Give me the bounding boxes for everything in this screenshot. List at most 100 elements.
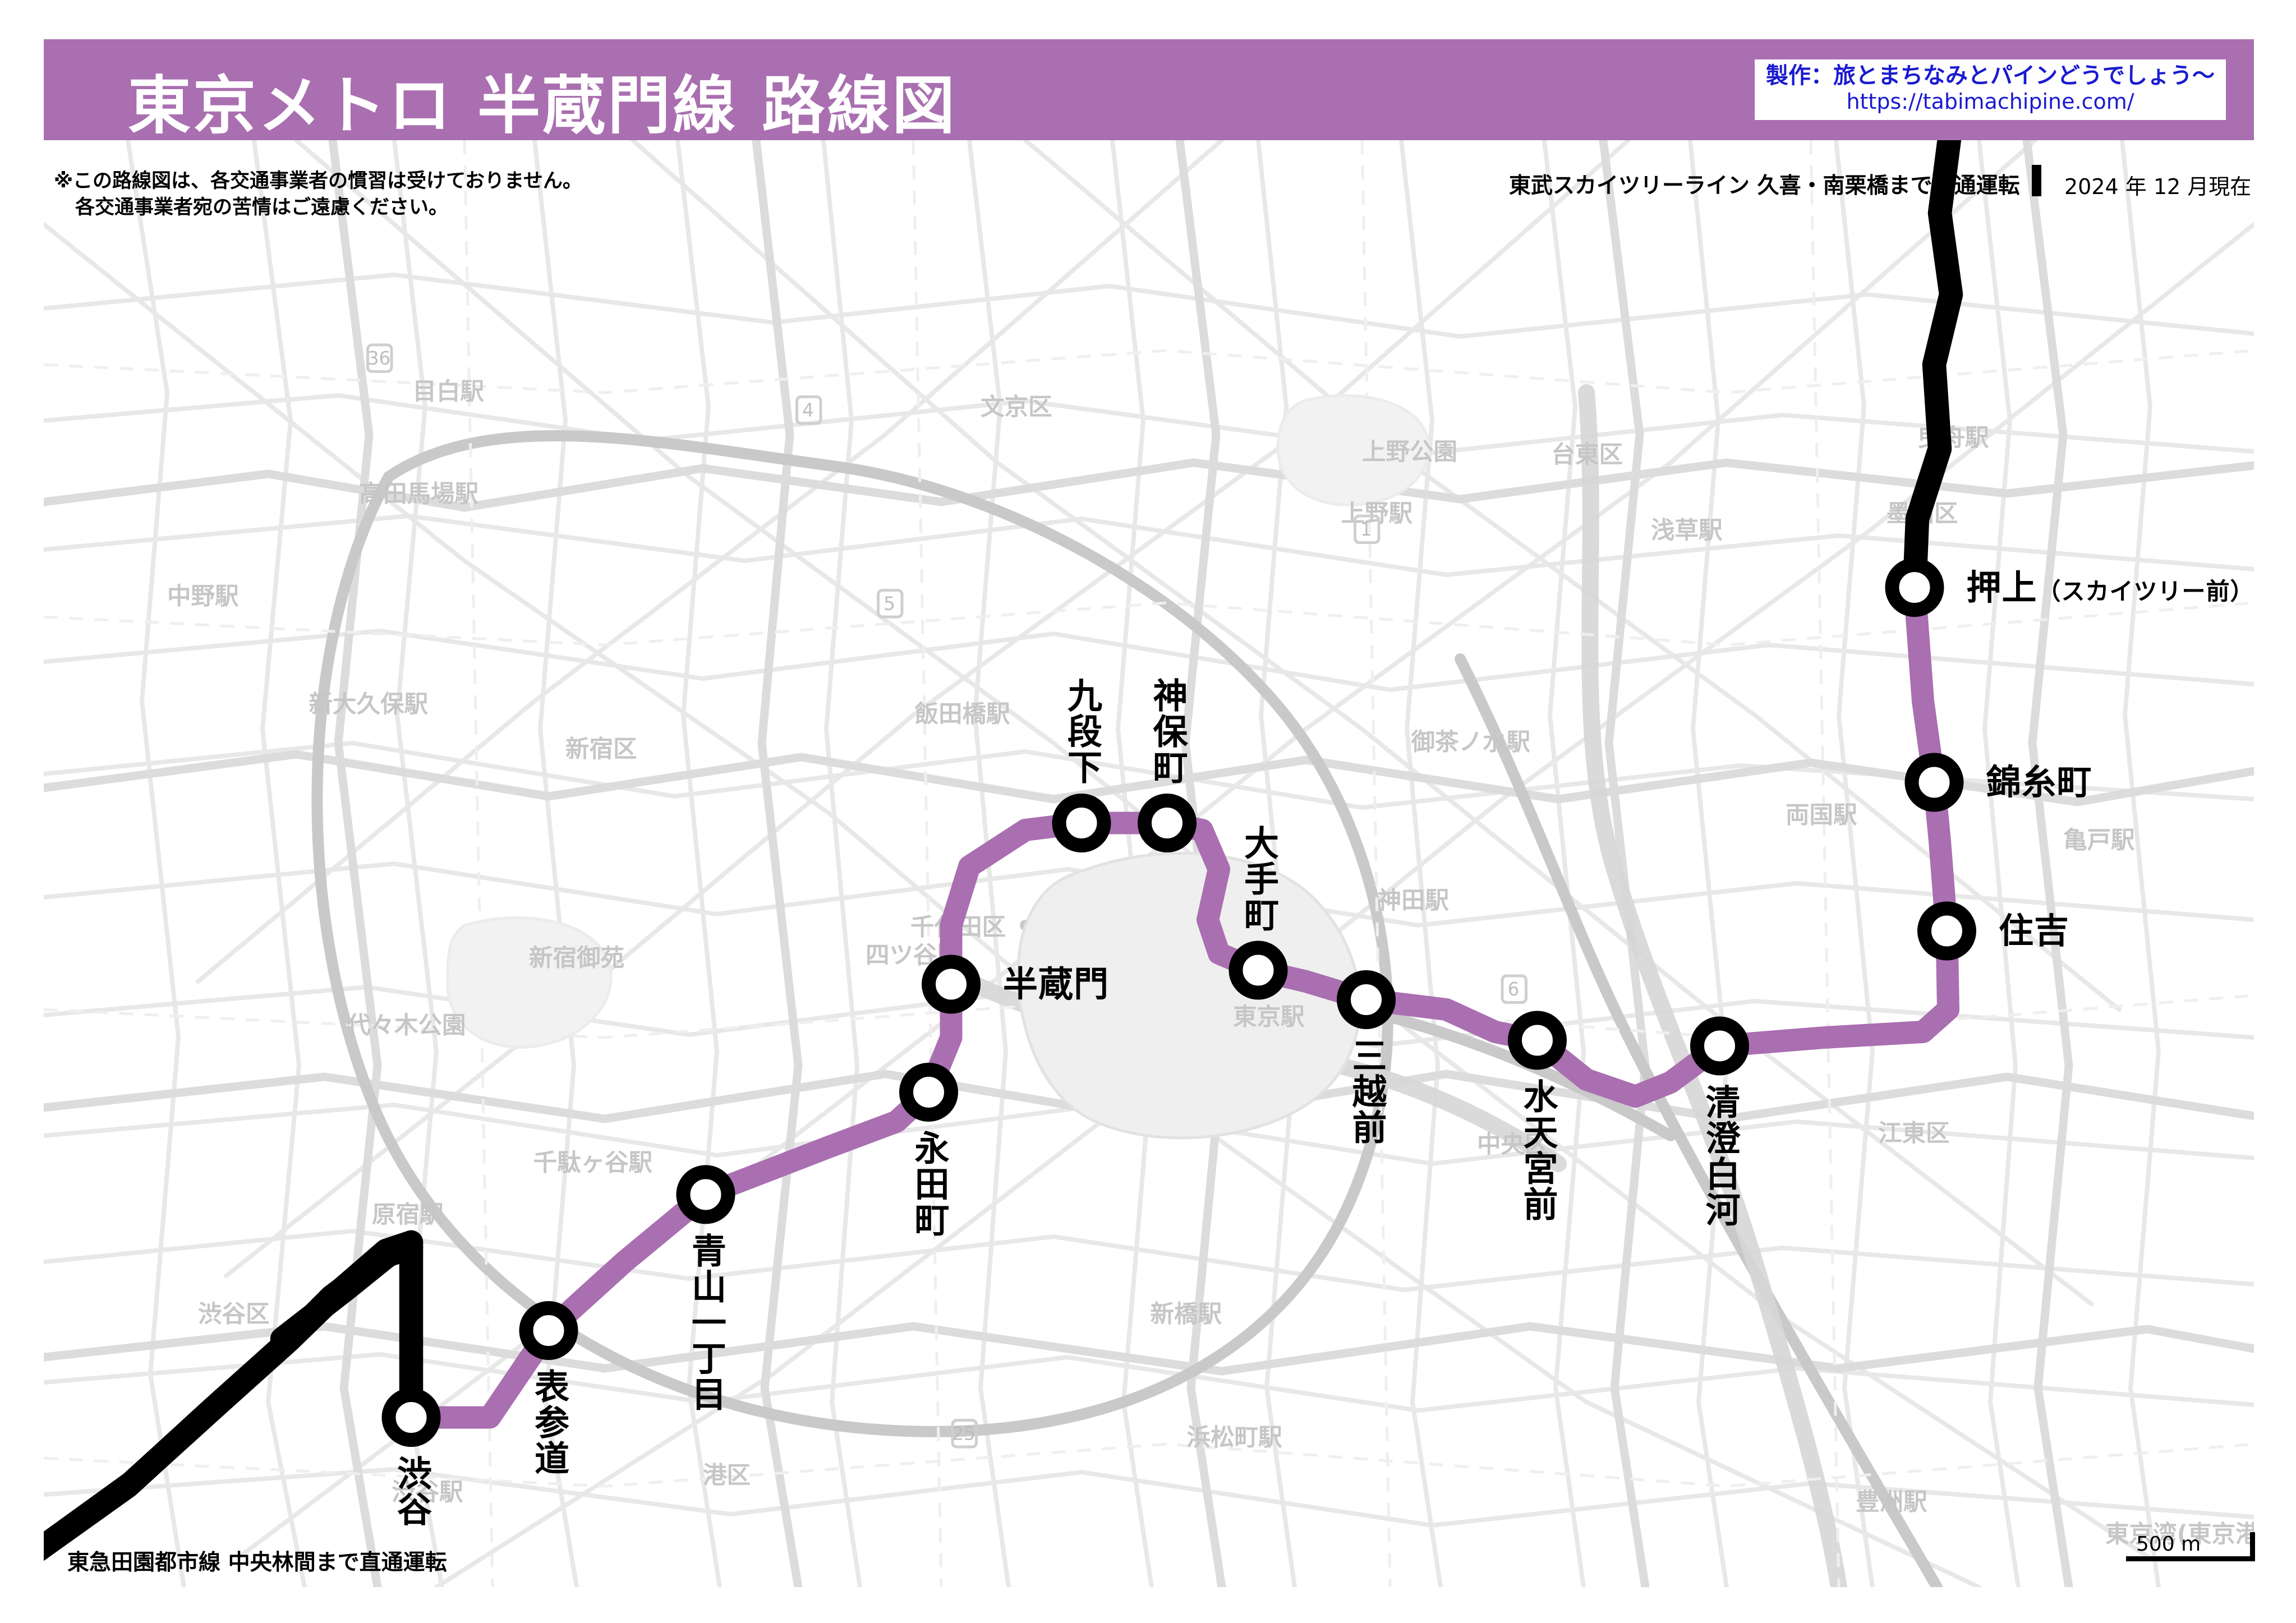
- map-place-label: 上野公園: [1362, 439, 1457, 466]
- map-place-label: 台東区: [1552, 441, 1623, 469]
- station-label-10: 清澄白河: [1700, 1084, 1741, 1228]
- station-marker[interactable]: [1228, 940, 1288, 1000]
- scale-bar-horizontal: [2126, 1556, 2255, 1561]
- station-name: 半蔵門: [1003, 963, 1110, 1004]
- map-place-label: 江東区: [1878, 1120, 1950, 1147]
- map-canvas[interactable]: 文京区台東区新宿区千代田区中央区江東区渋谷区港区新宿御苑代々木公園上野公園目白駅…: [44, 140, 2254, 1587]
- station-sub-name: （スカイツリー前）: [2037, 577, 2254, 605]
- station-label-5: 九段下: [1061, 677, 1102, 785]
- map-place-label: 原宿駅: [372, 1201, 444, 1229]
- scale-bar: 500 m: [2126, 1531, 2255, 1570]
- station-marker[interactable]: [519, 1301, 578, 1360]
- date-divider: [2032, 165, 2041, 196]
- station-name: 表参道: [528, 1368, 569, 1476]
- map-place-label: 千駄ヶ谷駅: [533, 1150, 653, 1177]
- map-place-label: 東京駅: [1233, 1004, 1305, 1031]
- through-service-shibuya-stub: [270, 1235, 424, 1351]
- svg-text:5: 5: [884, 593, 895, 615]
- station-name: 永田町: [908, 1130, 950, 1238]
- station-label-12: 錦糸町: [1986, 765, 2092, 800]
- as-of-date: 2024 年 12 月現在: [2064, 174, 2252, 199]
- scale-bar-label: 500 m: [2136, 1533, 2201, 1556]
- station-marker[interactable]: [676, 1165, 735, 1224]
- disclaimer-line-2: 各交通事業者宛の苦情はご遠慮ください。: [75, 196, 449, 219]
- station-label-1: 表参道: [528, 1368, 569, 1476]
- svg-text:36: 36: [367, 348, 390, 369]
- svg-text:1: 1: [1360, 519, 1372, 540]
- disclaimer-note: ※この路線図は、各交通事業者の慣習は受けておりません。 各交通事業者宛の苦情はご…: [54, 168, 582, 222]
- station-name: 錦糸町: [1986, 762, 2092, 803]
- map-place-label: 御茶ノ水駅: [1411, 729, 1531, 757]
- station-name: 押上: [1966, 566, 2037, 608]
- map-place-label: 新宿御苑: [529, 945, 624, 972]
- station-label-6: 神保町: [1147, 677, 1188, 785]
- map-place-label: 亀戸駅: [2063, 827, 2135, 855]
- svg-text:6: 6: [1508, 979, 1520, 1000]
- credit-author: 製作：旅とまちなみとパインどうでしょう〜: [1766, 63, 2215, 89]
- map-place-label: 新橋駅: [1151, 1301, 1222, 1329]
- station-label-4: 半蔵門: [1003, 967, 1109, 1002]
- map-place-label: 目白駅: [413, 379, 485, 406]
- station-name: 三越前: [1346, 1038, 1387, 1145]
- station-marker[interactable]: [1904, 753, 1964, 812]
- station-name: 神保町: [1147, 677, 1188, 785]
- station-label-13: 押上（スカイツリー前）: [1967, 570, 2254, 605]
- svg-text:4: 4: [802, 400, 814, 421]
- hanzomon-line-route: [400, 576, 1959, 1429]
- map-place-label: 中央区: [1477, 1131, 1549, 1159]
- station-name: 水天宮前: [1517, 1078, 1558, 1222]
- station-name: 渋谷: [391, 1455, 432, 1527]
- station-marker[interactable]: [1885, 558, 1944, 617]
- map-place-label: 東京湾(東京港): [2105, 1521, 2254, 1548]
- map-place-label: 浅草駅: [1651, 517, 1723, 545]
- station-label-3: 永田町: [909, 1130, 950, 1238]
- map-place-label: 豊洲駅: [1856, 1489, 1927, 1516]
- station-marker[interactable]: [1052, 794, 1111, 852]
- station-label-2: 青山一丁目: [685, 1232, 726, 1412]
- station-name: 住吉: [1999, 910, 2070, 951]
- station-name: 青山一丁目: [685, 1232, 726, 1412]
- credit-url[interactable]: https://tabimachipine.com/: [1846, 89, 2134, 114]
- map-place-label: 新宿区: [565, 736, 637, 763]
- station-label-8: 三越前: [1346, 1038, 1387, 1145]
- credit-box[interactable]: 製作：旅とまちなみとパインどうでしょう〜 https://tabimachipi…: [1755, 59, 2226, 121]
- station-marker[interactable]: [381, 1388, 441, 1447]
- station-marker[interactable]: [1917, 901, 1976, 961]
- station-label-7: 大手町: [1238, 824, 1279, 933]
- station-label-0: 渋谷: [391, 1455, 432, 1527]
- station-name: 大手町: [1238, 824, 1279, 933]
- station-name: 九段下: [1061, 677, 1102, 785]
- map-place-label: 渋谷区: [198, 1301, 270, 1329]
- station-marker[interactable]: [1508, 1011, 1567, 1070]
- through-service-note-right: 東武スカイツリーライン 久喜・南栗橋まで直通運転: [1509, 173, 2020, 199]
- station-marker[interactable]: [1138, 794, 1197, 852]
- map-place-label: 新大久保駅: [309, 691, 429, 718]
- route-overlay-svg: [44, 140, 1976, 1561]
- map-place-label: 渋谷駅: [392, 1479, 463, 1506]
- map-place-label: 両国駅: [1786, 802, 1857, 829]
- map-place-label: 文京区: [981, 394, 1052, 421]
- disclaimer-line-1: ※この路線図は、各交通事業者の慣習は受けておりません。: [54, 170, 582, 192]
- through-service-line-north: [1902, 140, 1963, 600]
- page-title: 東京メトロ 半蔵門線 路線図: [128, 70, 957, 142]
- map-place-label: 高田馬場駅: [360, 481, 479, 508]
- map-place-label: 神田駅: [1378, 887, 1450, 915]
- map-place-label: 中野駅: [167, 583, 239, 611]
- map-place-label: 港区: [703, 1462, 751, 1490]
- scale-bar-vertical: [2250, 1532, 2255, 1561]
- station-marker-group: [381, 558, 1976, 1447]
- station-marker[interactable]: [899, 1063, 958, 1122]
- map-place-label: 上野駅: [1341, 500, 1413, 528]
- station-marker[interactable]: [922, 955, 981, 1014]
- map-place-label: 飯田橋駅: [915, 701, 1011, 728]
- header-bar: 東京メトロ 半蔵門線 路線図 製作：旅とまちなみとパインどうでしょう〜 http…: [44, 39, 2254, 142]
- station-marker[interactable]: [1690, 1016, 1749, 1076]
- svg-text:25: 25: [952, 1423, 975, 1445]
- map-place-label: 浜松町駅: [1187, 1424, 1283, 1452]
- station-label-11: 住吉: [1999, 914, 2069, 948]
- station-marker[interactable]: [1337, 970, 1396, 1029]
- station-label-9: 水天宮前: [1517, 1078, 1558, 1222]
- map-place-label: 代々木公園: [346, 1012, 466, 1040]
- through-service-note-left: 東急田園都市線 中央林間まで直通運転: [67, 1550, 447, 1575]
